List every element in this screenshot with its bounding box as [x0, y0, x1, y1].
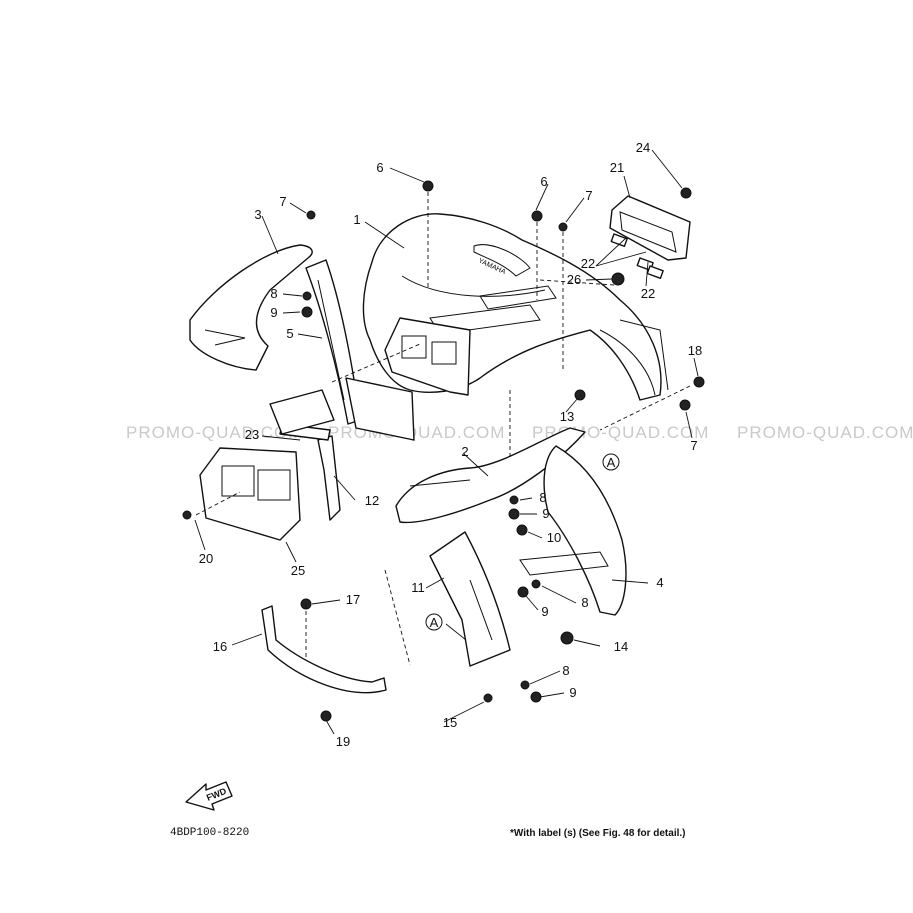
watermark-text-2: PROMO-QUAD.COM [328, 423, 505, 442]
watermark-text-4: PROMO-QUAD.COM [737, 423, 913, 442]
plate-12 [317, 377, 415, 521]
callout-15: 15 [443, 715, 457, 730]
headlight-unit-25 [199, 389, 335, 541]
callout-19: 19 [336, 734, 350, 749]
callout-14: 14 [614, 639, 628, 654]
callout-4: 4 [656, 575, 663, 590]
mudguard-4 [519, 445, 627, 616]
fasteners [182, 180, 705, 722]
callout-22b: 22 [641, 286, 655, 301]
footnote: *With label (s) (See Fig. 48 for detail.… [510, 828, 686, 839]
callout-9c: 9 [541, 604, 548, 619]
leader-lines [194, 149, 699, 735]
callout-22a: 22 [581, 256, 595, 271]
callout-9d: 9 [569, 685, 576, 700]
callout-8b: 8 [539, 490, 546, 505]
part-code: 4BDP100-8220 [170, 827, 249, 839]
side-cover-3 [189, 244, 313, 371]
callout-12: 12 [365, 493, 379, 508]
ref-marker-a-1: A [602, 453, 620, 471]
callout-8c: 8 [581, 595, 588, 610]
callout-8a: 8 [270, 286, 277, 301]
stay-16 [261, 605, 387, 694]
callout-7b: 7 [585, 188, 592, 203]
ref-marker-a-1-label: A [607, 455, 616, 470]
callout-5: 5 [286, 326, 293, 341]
callout-10: 10 [547, 530, 561, 545]
callout-8d: 8 [562, 663, 569, 678]
callout-26: 26 [567, 272, 581, 287]
callout-25: 25 [291, 563, 305, 578]
callouts: 6 6 7 7 24 21 1 3 8 9 5 22 26 22 18 7 13… [199, 140, 702, 749]
callout-9a: 9 [270, 305, 277, 320]
ref-marker-a-2: A [425, 613, 443, 631]
ref-marker-a-2-label: A [430, 615, 439, 630]
callout-6b: 6 [540, 174, 547, 189]
callout-7a: 7 [279, 194, 286, 209]
callout-16: 16 [213, 639, 227, 654]
front-fender-body: YAMAHA [362, 213, 669, 401]
callout-20: 20 [199, 551, 213, 566]
bracket-11 [429, 531, 511, 667]
callout-21: 21 [610, 160, 624, 175]
callout-23: 23 [245, 427, 259, 442]
assembly-lines [195, 192, 691, 666]
callout-18: 18 [688, 343, 702, 358]
callout-6a: 6 [376, 160, 383, 175]
callout-11: 11 [411, 580, 425, 595]
callout-9b: 9 [542, 506, 549, 521]
watermark-text-1: PROMO-QUAD.COM [126, 423, 303, 442]
callout-24: 24 [636, 140, 650, 155]
fwd-arrow: FWD [185, 781, 233, 811]
callout-17: 17 [346, 592, 360, 607]
lower-flap-2 [395, 427, 586, 524]
callout-13: 13 [560, 409, 574, 424]
callout-2: 2 [461, 444, 468, 459]
callout-7c: 7 [690, 438, 697, 453]
cover-panel-21 [609, 195, 691, 280]
callout-1: 1 [353, 212, 360, 227]
callout-3: 3 [254, 207, 261, 222]
